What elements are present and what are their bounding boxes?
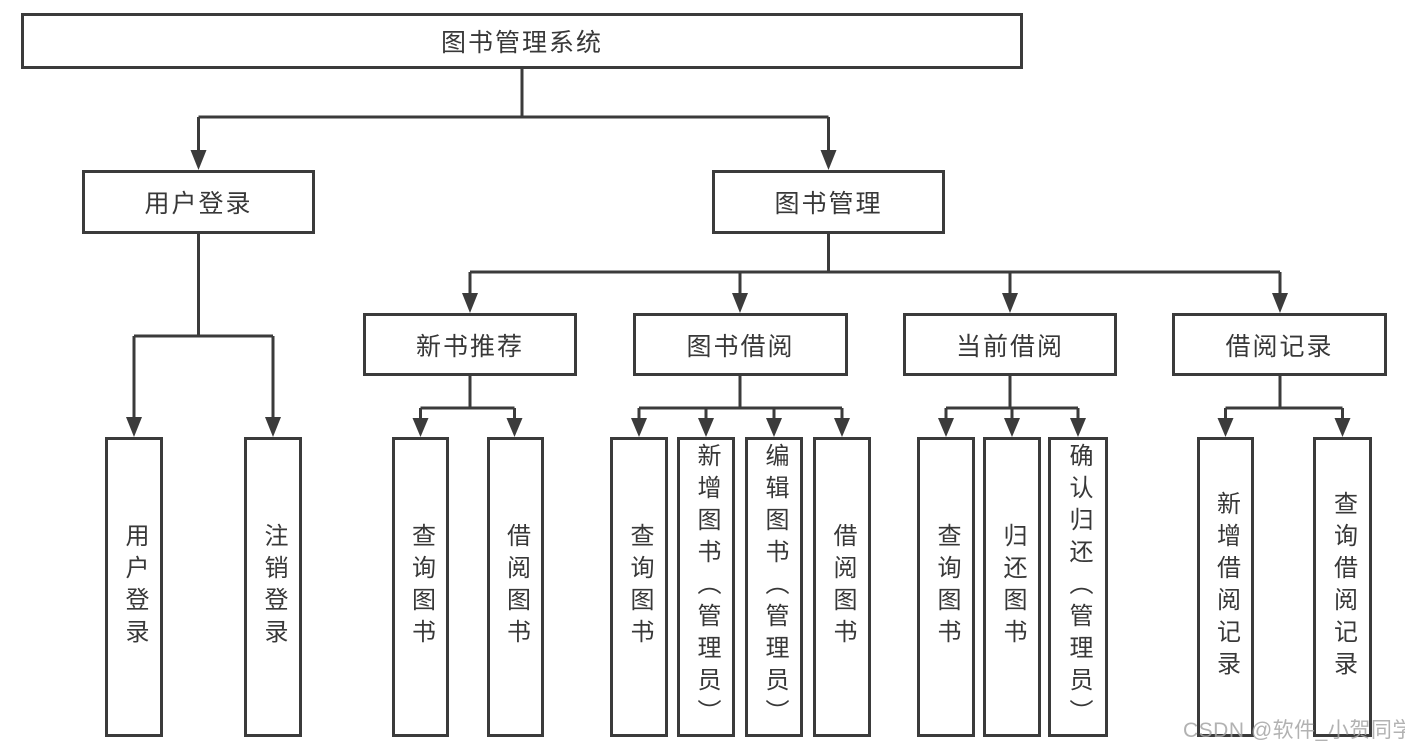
connector-newbookrec-children	[412, 376, 523, 437]
leaf-logout-label: 注销登录	[260, 523, 287, 651]
leaf-br-query-record: 查询借阅记录	[1313, 437, 1372, 737]
leaf-cb-query-books: 查询图书	[917, 437, 975, 737]
leaf-bb-add-books: 新增图书（管理员）	[677, 437, 735, 737]
connector-root-to-level2	[190, 68, 837, 170]
leaf-cb-query-books-label: 查询图书	[933, 523, 960, 651]
leaf-nbr-borrow-books: 借阅图书	[487, 437, 544, 737]
leaf-user-login: 用户登录	[105, 437, 163, 737]
connector-currentborrow-children	[938, 376, 1086, 437]
node-book-management-label: 图书管理	[774, 190, 883, 218]
node-root-system: 图书管理系统	[21, 13, 1023, 69]
leaf-cb-confirm-return: 确认归还（管理员）	[1048, 437, 1108, 737]
connector-borrowrecord-children	[1217, 376, 1351, 437]
node-current-borrow-label: 当前借阅	[955, 332, 1064, 361]
csdn-watermark: CSDN @软件_小贺同学	[1183, 719, 1405, 742]
leaf-bb-query-books: 查询图书	[610, 437, 668, 737]
leaf-bb-query-books-label: 查询图书	[626, 523, 653, 651]
leaf-bb-borrow-books-label: 借阅图书	[829, 523, 856, 651]
leaf-nbr-borrow-books-label: 借阅图书	[502, 523, 530, 651]
leaf-br-add-record-label: 新增借阅记录	[1212, 491, 1240, 683]
leaf-nbr-query-books-label: 查询图书	[407, 523, 435, 651]
node-user-login: 用户登录	[82, 170, 315, 234]
leaf-bb-edit-books-label: 编辑图书（管理员）	[761, 443, 788, 731]
leaf-user-login-label: 用户登录	[121, 523, 148, 651]
connector-userlogin-children	[126, 234, 281, 437]
leaf-cb-return-books: 归还图书	[983, 437, 1041, 737]
node-new-book-recommend-label: 新书推荐	[415, 332, 524, 361]
leaf-br-add-record: 新增借阅记录	[1197, 437, 1254, 737]
node-book-management: 图书管理	[712, 170, 945, 234]
leaf-bb-add-books-label: 新增图书（管理员）	[693, 443, 720, 731]
leaf-bb-borrow-books: 借阅图书	[813, 437, 871, 737]
leaf-cb-return-books-label: 归还图书	[999, 523, 1026, 651]
node-user-login-label: 用户登录	[144, 190, 253, 218]
node-current-borrow: 当前借阅	[903, 313, 1117, 376]
node-borrow-record-label: 借阅记录	[1225, 332, 1334, 361]
node-new-book-recommend: 新书推荐	[363, 313, 577, 376]
node-borrow-record: 借阅记录	[1172, 313, 1387, 376]
connector-bookborrow-children	[631, 376, 850, 437]
leaf-logout: 注销登录	[244, 437, 302, 737]
node-root-label: 图书管理系统	[440, 29, 603, 57]
node-book-borrow-label: 图书借阅	[686, 332, 795, 361]
leaf-nbr-query-books: 查询图书	[392, 437, 449, 737]
node-book-borrow: 图书借阅	[633, 313, 848, 376]
connector-bookmgmt-children	[462, 233, 1288, 313]
leaf-br-query-record-label: 查询借阅记录	[1329, 491, 1357, 683]
leaf-bb-edit-books: 编辑图书（管理员）	[745, 437, 803, 737]
leaf-cb-confirm-return-label: 确认归还（管理员）	[1065, 443, 1092, 731]
